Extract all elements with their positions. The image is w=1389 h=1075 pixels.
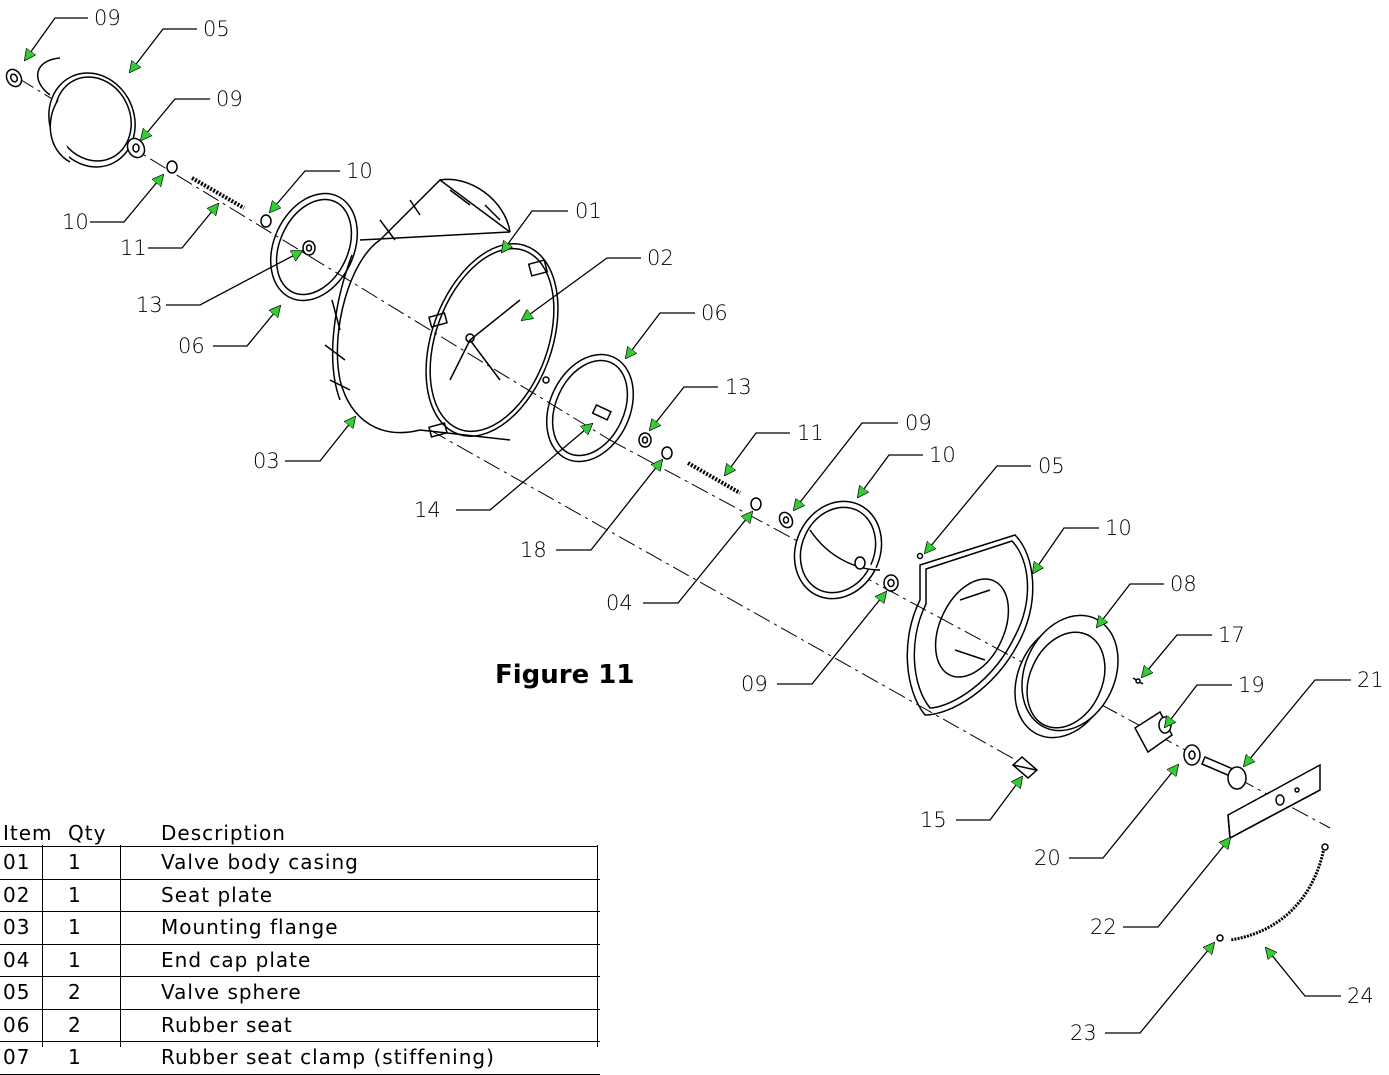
washer-09-a [5, 68, 23, 88]
row-qty: 1 [68, 882, 82, 907]
callout-label: 10 [346, 159, 373, 183]
parts-table: Item Qty Description 01 1 Valve body cas… [0, 818, 600, 1075]
callout-label: 14 [414, 498, 441, 522]
row-item: 03 [3, 915, 31, 939]
bolt-15 [1011, 756, 1039, 779]
header-qty: Qty [68, 821, 107, 845]
row-item: 04 [3, 947, 31, 972]
row-item: 02 [3, 882, 31, 907]
callout-label: 01 [575, 199, 602, 223]
table-row: 01 1 Valve body casing [0, 847, 600, 880]
row-description: Valve sphere [161, 980, 302, 1004]
callout-label: 18 [520, 538, 547, 562]
table-header-row: Item Qty Description [0, 818, 600, 846]
row-description: Seat plate [161, 882, 274, 907]
callout-label: 13 [725, 375, 752, 399]
figure-title: Figure 11 [495, 660, 635, 690]
callout-label: 03 [253, 449, 280, 473]
row-qty: 1 [68, 915, 82, 939]
row-qty: 2 [68, 1012, 82, 1037]
bracket-22 [1227, 763, 1321, 840]
callout-leaders [25, 17, 1351, 1034]
washer-09-b [126, 137, 146, 159]
row-qty: 1 [68, 850, 82, 874]
callout-label: 15 [920, 808, 947, 832]
pin-17 [1132, 677, 1144, 685]
rubber-seat-06-a [269, 192, 359, 302]
nuts-10 [166, 160, 762, 511]
row-description: Valve body casing [161, 850, 359, 874]
callout-label: 21 [1357, 668, 1384, 692]
handle-pin-21 [1201, 756, 1247, 790]
row-description: Rubber seat [161, 1012, 293, 1037]
callout-label: 09 [94, 6, 121, 30]
row-qty: 2 [68, 980, 82, 1004]
callout-label: 05 [1038, 454, 1065, 478]
callout-label: 20 [1034, 846, 1061, 870]
row-description: Rubber seat clamp (stiffening) [161, 1045, 495, 1069]
callout-label: 10 [929, 443, 956, 467]
end-cap-plate-04 [906, 534, 1034, 716]
callout-label: 23 [1070, 1021, 1097, 1045]
row-qty: 1 [68, 1045, 82, 1069]
callout-label: 09 [216, 87, 243, 111]
chain-end-23 [1216, 843, 1329, 942]
row-description: End cap plate [161, 947, 312, 972]
callout-label: 06 [701, 301, 728, 325]
table-divider [120, 845, 122, 1047]
callout-labels: 09 05 09 10 10 11 01 02 13 06 06 03 13 1… [62, 6, 1384, 1045]
row-qty: 1 [68, 947, 82, 972]
row-item: 05 [3, 980, 31, 1004]
table-row: 04 1 End cap plate [0, 945, 600, 977]
callout-label: 06 [178, 334, 205, 358]
ring-08 [1014, 614, 1119, 739]
callout-label: 11 [797, 421, 824, 445]
chain-24 [1229, 847, 1326, 942]
header-description: Description [161, 821, 286, 845]
table-divider [42, 845, 44, 1047]
callout-label: 22 [1090, 915, 1117, 939]
table-row: 05 2 Valve sphere [0, 977, 600, 1010]
row-item: 07 [3, 1045, 31, 1069]
callout-label: 10 [62, 210, 89, 234]
callout-label: 13 [136, 293, 163, 317]
washer-20 [1183, 744, 1201, 766]
table-row: 06 2 Rubber seat [0, 1010, 600, 1042]
valve-body-01 [324, 178, 559, 441]
center-lines [17, 77, 1331, 829]
valve-sphere-05-a [36, 57, 136, 168]
callout-label: 09 [741, 672, 768, 696]
exploded-view-drawing: 09 05 09 10 10 11 01 02 13 06 06 03 13 1… [5, 6, 1384, 1045]
table-row: 03 1 Mounting flange [0, 912, 600, 945]
table-row: 02 1 Seat plate [0, 880, 600, 912]
callout-label: 11 [120, 236, 147, 260]
header-item: Item [3, 821, 53, 845]
callout-label: 05 [203, 17, 230, 41]
callout-label: 08 [1170, 572, 1197, 596]
washer-09-d [883, 574, 899, 592]
callout-label: 02 [647, 246, 674, 270]
valve-sphere-05-b [793, 500, 883, 600]
row-item: 01 [3, 850, 31, 874]
springs-11 [191, 176, 741, 495]
callout-label: 17 [1218, 623, 1245, 647]
nut-13 [638, 432, 652, 448]
callout-label: 04 [606, 591, 633, 615]
callout-label: 24 [1347, 984, 1374, 1008]
table-divider [597, 845, 599, 1047]
callout-label: 09 [905, 411, 932, 435]
callout-label: 10 [1105, 516, 1132, 540]
row-description: Mounting flange [161, 915, 339, 939]
washer-09-c [778, 511, 794, 529]
callout-label: 19 [1238, 673, 1265, 697]
rubber-seat-06-b [545, 353, 635, 463]
row-item: 06 [3, 1012, 31, 1037]
spacer-19 [1134, 710, 1173, 754]
